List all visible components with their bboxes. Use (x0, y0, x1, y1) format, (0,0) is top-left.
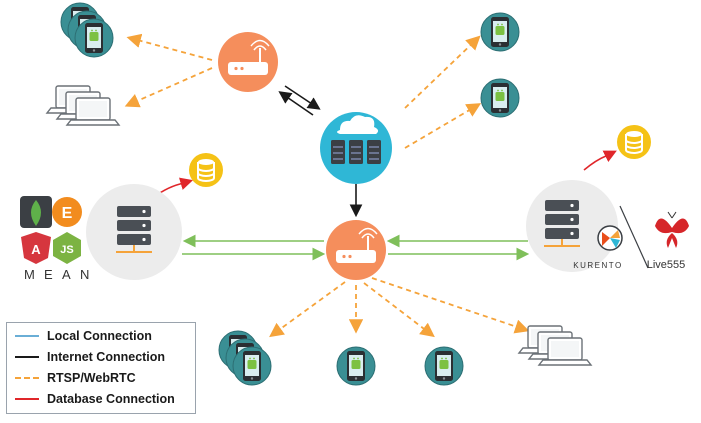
angular-shield-icon (21, 232, 51, 264)
live555-butterfly-icon (655, 218, 689, 248)
legend: Local Connection Internet Connection RTS… (6, 322, 196, 414)
rtsp-link-router-to-laptops-bottom-right (371, 277, 530, 334)
router-top (217, 31, 279, 93)
database-icon-left (188, 152, 224, 188)
live555-label: Live555 (647, 259, 686, 271)
kurento-live555-separator (619, 205, 649, 269)
cloud-server-node (320, 112, 392, 184)
server-rack-icon (331, 140, 381, 164)
legend-swatch-database (15, 398, 39, 400)
legend-label-database: Database Connection (47, 392, 175, 406)
legend-swatch-local (15, 335, 39, 337)
kurento-logo-icon (597, 225, 623, 251)
phone-bottom-right (424, 346, 464, 386)
rtsp-link-cloud-to-phone-mid-right (404, 103, 482, 149)
express-logo-letter: E (62, 205, 73, 222)
rtsp-link-router-to-laptops-topleft (124, 67, 213, 108)
legend-item-database: Database Connection (15, 390, 175, 408)
live555-logo: Live555 (647, 211, 689, 271)
nodejs-hexagon-icon (53, 232, 81, 264)
legend-label-local: Local Connection (47, 329, 152, 343)
legend-item-internet: Internet Connection (15, 348, 165, 366)
internet-link-cloud-to-router (278, 91, 314, 116)
mean-letter-n: N (80, 267, 89, 282)
mean-stack-logos: E A JS M E A N (20, 196, 89, 282)
mean-letter-a: A (62, 267, 71, 282)
phone-top-right (480, 12, 520, 52)
phone-stack-top-left (60, 2, 114, 58)
mongodb-leaf-icon (31, 200, 41, 226)
laptop-stack-top-left (46, 85, 120, 126)
mean-server-node (86, 184, 182, 280)
rtsp-link-router-to-phone-bottom-right (363, 282, 435, 338)
router-lan-center (325, 219, 387, 281)
rtsp-link-router-to-phones-bottom-left (269, 281, 346, 338)
laptop-stack-bottom-right (518, 325, 592, 366)
phone-stack-bottom-left (218, 330, 272, 386)
internet-link-router-to-cloud (284, 85, 321, 110)
database-icon-right (616, 124, 652, 160)
mean-letter-m: M (24, 267, 36, 282)
legend-item-rtsp: RTSP/WebRTC (15, 369, 136, 387)
kurento-wordmark: KURENTO (573, 261, 622, 270)
svg-text:JS: JS (60, 244, 73, 256)
phone-mid-right (480, 78, 520, 118)
rtsp-link-router-to-phones-topleft (126, 33, 213, 61)
legend-label-internet: Internet Connection (47, 350, 166, 364)
phone-bottom-mid (336, 346, 376, 386)
mean-letter-e: E (44, 267, 53, 282)
legend-swatch-internet (15, 356, 39, 358)
rtsp-link-cloud-to-phone-top-right (404, 35, 481, 109)
db-link-kurento-server (583, 150, 617, 171)
legend-item-local: Local Connection (15, 327, 152, 345)
legend-swatch-rtsp (15, 377, 39, 379)
kurento-server-node: KURENTO (526, 180, 623, 272)
svg-text:A: A (31, 242, 41, 257)
legend-label-rtsp: RTSP/WebRTC (47, 371, 136, 385)
